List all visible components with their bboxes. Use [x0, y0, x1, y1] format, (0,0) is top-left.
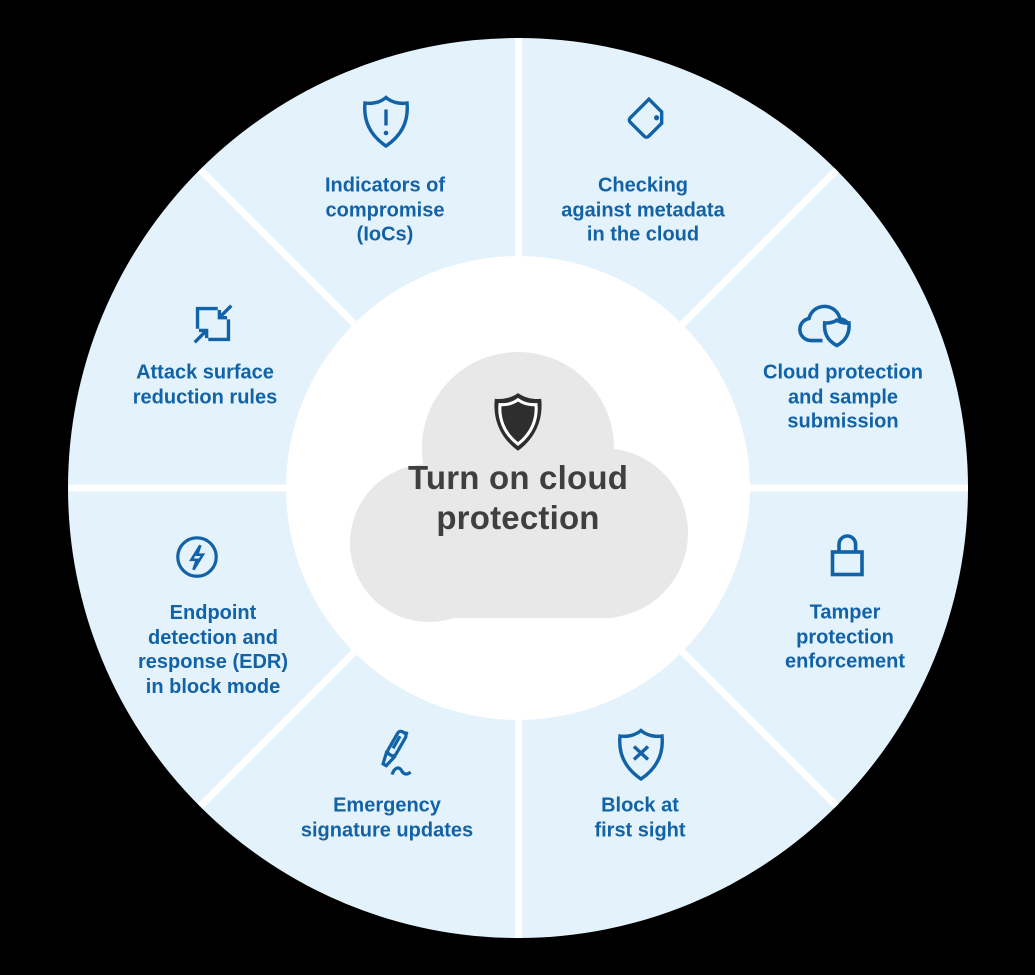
shield-block-icon — [609, 722, 673, 788]
defender-shield-icon — [485, 390, 551, 460]
tag-icon — [612, 88, 676, 152]
protection-wheel — [68, 38, 968, 938]
segment-label: Block at first sight — [594, 794, 686, 842]
segment-label: Attack surface reduction rules — [132, 361, 278, 409]
segment-label: Endpoint detection and response (EDR) in… — [137, 602, 289, 698]
pen-signature-icon — [362, 722, 426, 786]
cloud-bump — [414, 480, 634, 618]
lock-icon — [818, 525, 876, 585]
segment-label: Tamper protection enforcement — [784, 601, 906, 673]
contract-arrows-icon — [183, 294, 243, 354]
segment-label: Emergency signature updates — [300, 794, 474, 842]
cloud-shield-icon — [796, 295, 860, 353]
segment-label: Checking against metadata in the cloud — [561, 174, 725, 246]
segment-label: Indicators of compromise (IoCs) — [324, 174, 445, 246]
shield-alert-icon — [354, 89, 418, 155]
cloud-shape — [350, 352, 688, 630]
segment-label: Cloud protection and sample submission — [763, 361, 923, 433]
center-title: Turn on cloud protection — [407, 459, 629, 536]
lightning-circle-icon — [167, 527, 227, 587]
